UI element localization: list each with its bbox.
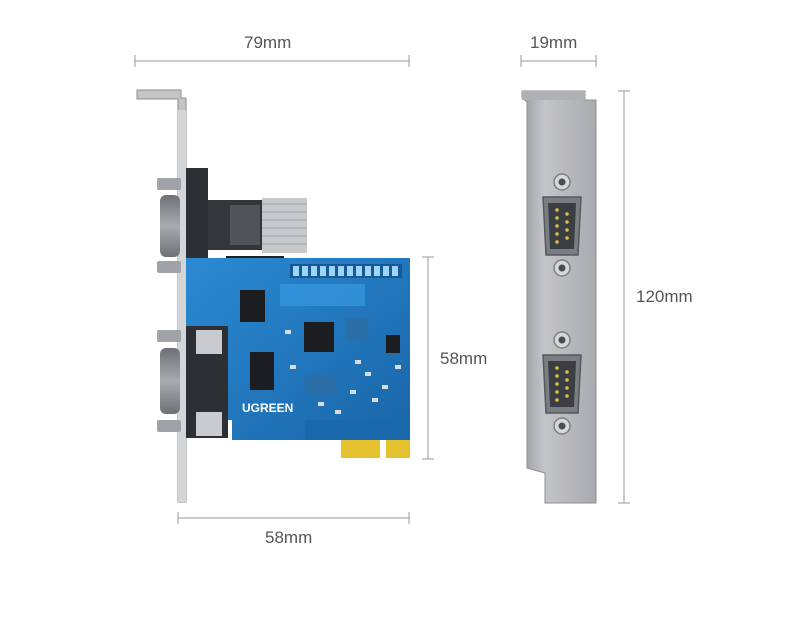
db9-connector-front-upper bbox=[542, 173, 582, 277]
bracket-width-label: 19mm bbox=[530, 33, 578, 52]
bracket-height-label: 120mm bbox=[636, 287, 693, 306]
pcb-chip bbox=[386, 335, 400, 353]
dimension-lines bbox=[134, 55, 630, 524]
pcb-width-label: 58mm bbox=[265, 528, 313, 547]
pcb-height-label: 58mm bbox=[440, 349, 488, 368]
db9-connector-front-lower bbox=[542, 331, 582, 435]
pcb-chip bbox=[240, 290, 265, 322]
pcb-chip bbox=[304, 322, 334, 352]
pcb-chip bbox=[250, 352, 274, 390]
serial-card-side-view: UGREEN bbox=[136, 89, 410, 503]
pcie-gold-fingers bbox=[341, 440, 410, 458]
brand-logo: UGREEN bbox=[242, 401, 293, 415]
card-width-label: 79mm bbox=[244, 33, 292, 52]
bracket-plate bbox=[521, 90, 597, 504]
bracket-front-view bbox=[521, 90, 597, 504]
db9-connector-lower bbox=[157, 326, 228, 438]
pin-header bbox=[290, 264, 402, 278]
